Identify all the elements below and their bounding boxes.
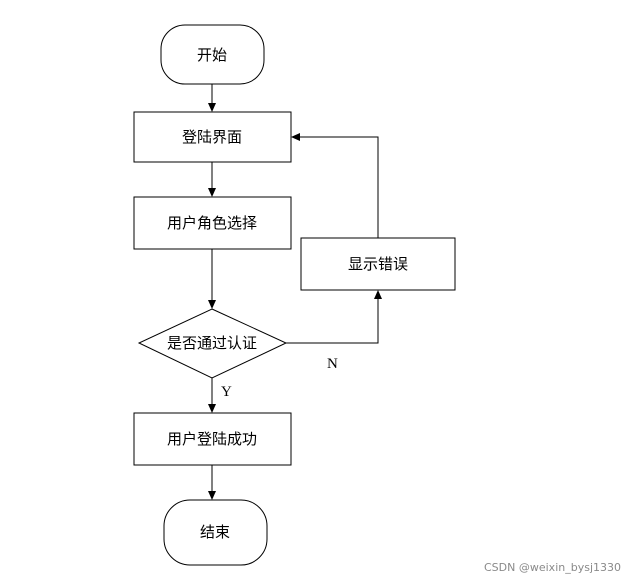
arrowhead bbox=[374, 290, 382, 299]
arrowhead bbox=[208, 404, 216, 413]
show-error-label: 显示错误 bbox=[348, 255, 408, 273]
start-label: 开始 bbox=[197, 46, 227, 64]
edge-role-to-auth bbox=[208, 249, 216, 309]
login-page-shape bbox=[133, 111, 292, 163]
login-success-label: 用户登陆成功 bbox=[167, 430, 257, 448]
show-error-node: 显示错误 bbox=[300, 237, 456, 291]
edge-auth-no-to-error: N bbox=[286, 290, 382, 372]
auth-check-label: 是否通过认证 bbox=[167, 334, 257, 352]
start-node: 开始 bbox=[160, 24, 265, 85]
end-label: 结束 bbox=[200, 523, 230, 541]
login-page-label: 登陆界面 bbox=[182, 128, 242, 146]
end-node: 结束 bbox=[163, 499, 268, 566]
arrowhead bbox=[291, 133, 300, 141]
login-success-shape bbox=[133, 412, 292, 466]
edge-login-to-role bbox=[208, 162, 216, 197]
edge-error-to-login bbox=[291, 133, 379, 238]
arrowhead bbox=[208, 491, 216, 500]
arrowhead bbox=[208, 300, 216, 309]
watermark: CSDN @weixin_bysj1330 bbox=[484, 561, 621, 574]
login-success-node: 用户登陆成功 bbox=[133, 412, 292, 466]
role-select-shape bbox=[133, 196, 292, 250]
role-select-node: 用户角色选择 bbox=[133, 196, 292, 250]
yes-label: Y bbox=[221, 384, 232, 400]
auth-check-node: 是否通过认证 bbox=[137, 308, 288, 379]
edge-auth-yes-to-success: Y bbox=[208, 378, 232, 413]
edge-success-to-end bbox=[208, 465, 216, 500]
login-page-node: 登陆界面 bbox=[133, 111, 292, 163]
no-label: N bbox=[327, 356, 338, 372]
end-shape bbox=[163, 499, 268, 566]
arrowhead bbox=[208, 103, 216, 112]
edge-start-to-login bbox=[208, 84, 216, 112]
arrowhead bbox=[208, 188, 216, 197]
role-select-label: 用户角色选择 bbox=[167, 214, 257, 232]
